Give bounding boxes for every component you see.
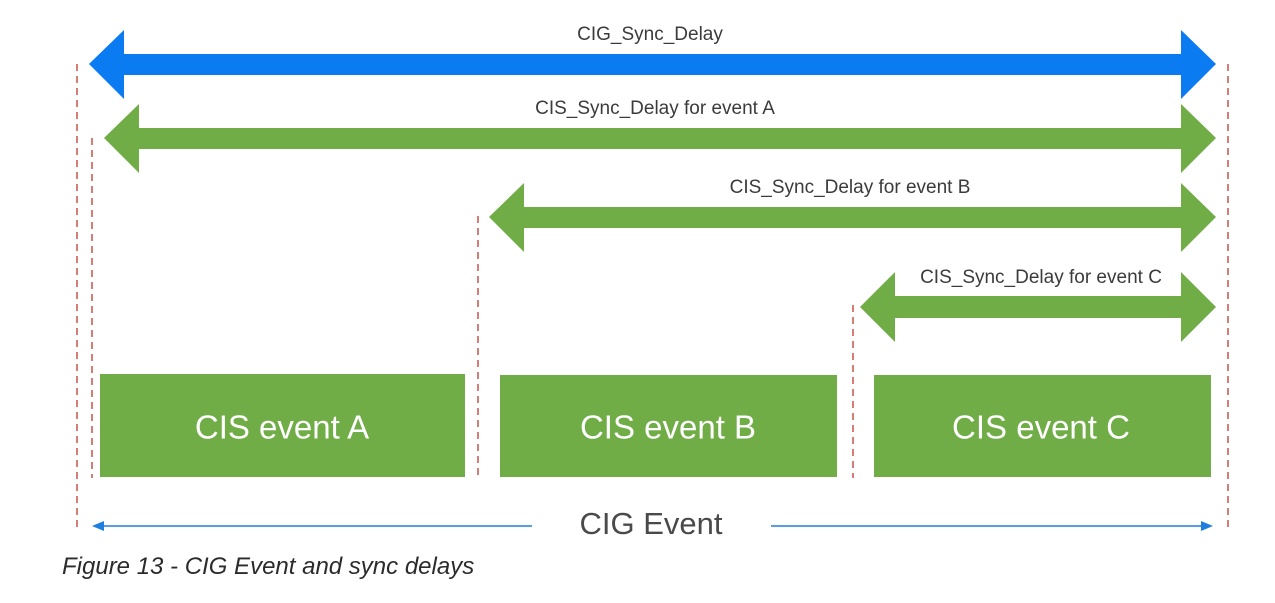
- cis-sync-delay-c-arrow: [860, 272, 1216, 342]
- cis-sync-delay-a-label: CIS_Sync_Delay for event A: [535, 98, 775, 119]
- cis-sync-delay-b-label: CIS_Sync_Delay for event B: [730, 177, 971, 198]
- cig-event-span-arrow: [92, 521, 1213, 531]
- cig-event-label: CIG Event: [580, 506, 723, 541]
- cis-sync-delay-c-label: CIS_Sync_Delay for event C: [920, 267, 1162, 288]
- cis-event-b-label: CIS event B: [580, 409, 756, 446]
- cig-event-span-right-head: [1201, 521, 1213, 531]
- cig-event-span-left-head: [92, 521, 104, 531]
- cis-sync-delay-b-arrow: [489, 183, 1216, 252]
- guide-lines: [76, 64, 1229, 528]
- cis-event-c-label: CIS event C: [952, 409, 1130, 446]
- cis-event-c-box: [874, 375, 1211, 477]
- cis-sync-delay-a-arrow: [104, 104, 1216, 173]
- cis-event-b-box: [500, 375, 837, 477]
- cis-event-a-label: CIS event A: [195, 409, 369, 446]
- cig-sync-delay-arrow: [89, 30, 1216, 99]
- cis-event-a-box: [100, 374, 465, 477]
- figure-caption: Figure 13 - CIG Event and sync delays: [62, 553, 475, 580]
- cig-sync-delay-label: CIG_Sync_Delay: [577, 24, 723, 45]
